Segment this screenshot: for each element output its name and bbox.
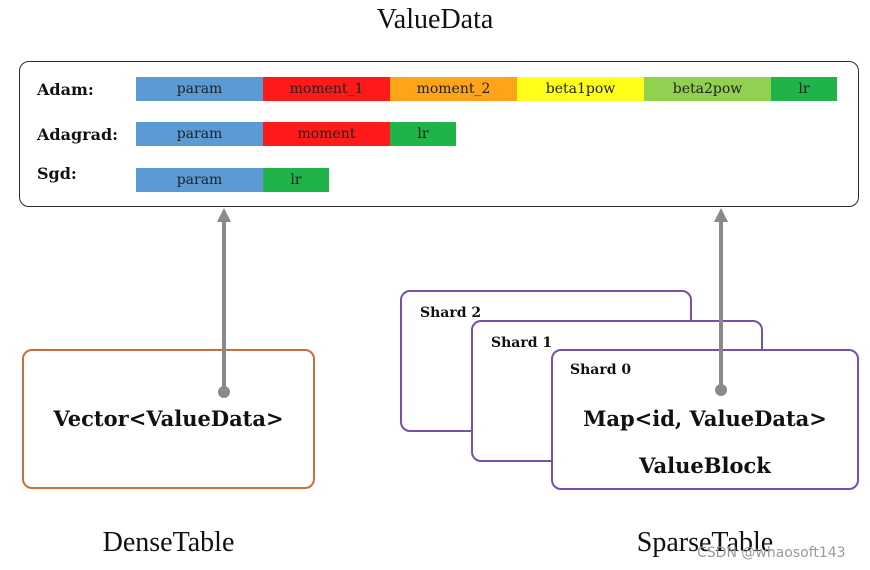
dense-to-value-arrow-line [222,222,226,388]
dense-table-box [22,349,315,489]
adam-segment-beta1pow: beta1pow [517,77,644,101]
shard-1-label: Shard 1 [491,335,553,351]
adam-segment-param: param [136,77,263,101]
watermark: CSDN @whaosoft143 [697,545,846,561]
adagrad-segment-lr: lr [390,122,456,146]
sgd-segment-param: param [136,168,263,192]
adagrad-segment-param: param [136,122,263,146]
adagrad-segment-moment: moment [263,122,390,146]
dense-arrow-origin-dot [218,386,230,398]
adam-segment-moment-1: moment_1 [263,77,390,101]
value-data-box [19,61,859,207]
adam-segment-moment-2: moment_2 [390,77,517,101]
diagram-title: ValueData [376,4,494,35]
shard-0-label: Shard 0 [570,362,632,378]
dense-to-value-arrowhead-icon [217,208,231,222]
sparse-arrow-origin-dot [715,384,727,396]
row-label-sgd: Sgd: [37,164,77,183]
sparse-to-value-arrow-line [719,222,723,388]
adam-segment-beta2pow: beta2pow [644,77,771,101]
adam-segment-lr: lr [771,77,837,101]
shard-2-label: Shard 2 [420,305,482,321]
shard-0-box [551,349,859,490]
row-label-adam: Adam: [37,80,94,99]
dense-table-caption: DenseTable [102,527,235,558]
sgd-segment-lr: lr [263,168,329,192]
sparse-to-value-arrowhead-icon [714,208,728,222]
sparse-table-caption: SparseTable [636,527,774,558]
row-label-adagrad: Adagrad: [37,125,119,144]
dense-table-content: Vector<ValueData> [53,406,284,431]
sparse-table-content: Map<id, ValueData> [583,406,827,431]
sparse-table-block: ValueBlock [639,453,771,478]
